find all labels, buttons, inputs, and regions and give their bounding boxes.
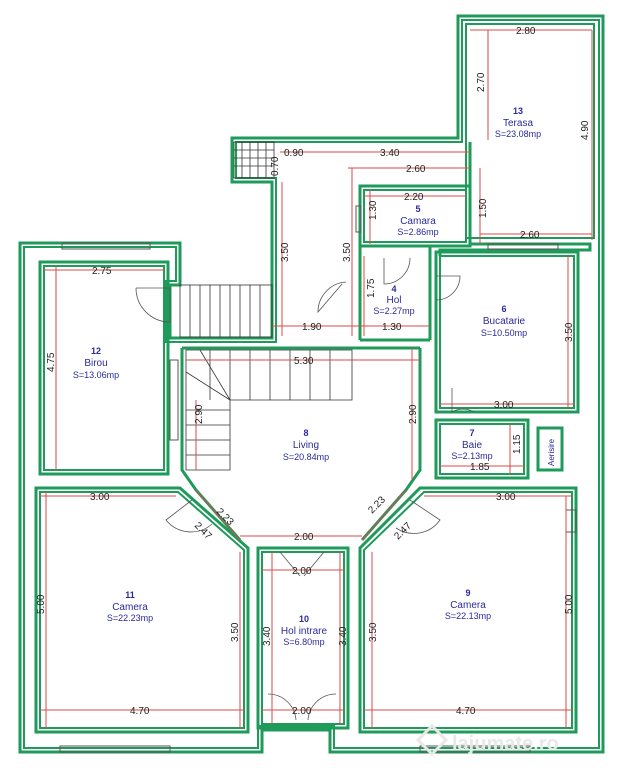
dim-label: 3.40: [262, 626, 273, 646]
room-number: 9: [465, 588, 470, 598]
room-area: S=22.13mp: [445, 611, 491, 621]
dim-label: 1.90: [302, 322, 322, 333]
dim-label: 3.50: [368, 622, 379, 642]
dim-label: 2.00: [294, 532, 314, 543]
room-area: S=2.27mp: [373, 306, 414, 316]
dim-label: 4.70: [130, 706, 150, 717]
room-number: 13: [513, 106, 523, 116]
dim-label: 5.30: [294, 356, 314, 367]
room-terasa: 13 Terasa S=23.08mp: [495, 106, 541, 139]
room-name: Camera: [450, 600, 486, 611]
dim-label: 0.70: [270, 156, 281, 176]
dim-label: 2.00: [292, 706, 312, 717]
dim-label: 1.15: [512, 434, 523, 454]
dim-label: 2.75: [92, 266, 112, 277]
dim-label: 2.60: [406, 164, 426, 175]
room-labels: 13 Terasa S=23.08mp 5 Camara S=2.86mp 4 …: [73, 106, 556, 647]
dim-label: 1.50: [478, 198, 489, 218]
dim-label: 3.00: [494, 400, 514, 411]
doors: [135, 257, 475, 721]
room-name: Hol intrare: [281, 626, 328, 637]
dim-label: 2.90: [194, 404, 205, 424]
room-number: 11: [125, 590, 135, 600]
dim-label: 4.75: [46, 352, 57, 372]
dim-label: 1.75: [366, 278, 377, 298]
room-area: S=20.84mp: [283, 452, 329, 462]
watermark-text: lajumate.ro: [452, 733, 559, 755]
room-hol-intrare: 10 Hol intrare S=6.80mp: [281, 614, 328, 647]
dim-label: 2.00: [292, 566, 312, 577]
dim-label: 3.50: [564, 322, 575, 342]
room-name: Camera: [112, 602, 148, 613]
dim-label: 2.60: [520, 230, 540, 241]
room-birou: 12 Birou S=13.06mp: [73, 346, 119, 380]
dim-label: 1.30: [368, 200, 379, 220]
room-bucatarie: 6 Bucatarie S=10.50mp: [481, 304, 527, 338]
watermark-logo-icon: [415, 723, 449, 757]
dim-label: 4.90: [580, 120, 591, 140]
dim-label: 2.20: [404, 192, 424, 203]
windows: [59, 205, 577, 753]
dim-label: 1.30: [382, 322, 402, 333]
room-living: 8 Living S=20.84mp: [283, 428, 329, 462]
room-number: 6: [501, 304, 506, 314]
room-name: Camara: [400, 216, 436, 227]
dimension-lines: [40, 29, 593, 728]
room-baie: 7 Baie S=2.13mp: [451, 428, 492, 461]
dim-label: 3.50: [280, 242, 291, 262]
dim-label: 3.50: [342, 242, 353, 262]
dim-label: 3.00: [90, 492, 110, 503]
room-number: 12: [91, 346, 101, 356]
watermark: lajumate.ro: [415, 723, 559, 757]
dim-label: 3.50: [230, 622, 241, 642]
room-area: S=22.23mp: [107, 613, 153, 623]
aerisire-label: Aerisire: [547, 438, 556, 466]
dim-label: 3.00: [496, 492, 516, 503]
dim-label: 2.23: [214, 506, 236, 528]
room-name: Terasa: [503, 118, 533, 129]
room-area: S=23.08mp: [495, 129, 541, 139]
room-area: S=13.06mp: [73, 370, 119, 380]
dim-label: 2.80: [516, 26, 536, 37]
room-number: 5: [415, 204, 420, 214]
room-area: S=10.50mp: [481, 328, 527, 338]
room-hol: 4 Hol S=2.27mp: [373, 284, 414, 316]
room-name: Bucatarie: [483, 316, 526, 327]
dim-label: 2.70: [476, 72, 487, 92]
room-area: S=6.80mp: [283, 637, 324, 647]
stairs: [179, 141, 353, 471]
room-camara: 5 Camara S=2.86mp: [397, 204, 438, 237]
dim-label: 3.40: [338, 626, 349, 646]
room-camera-11: 11 Camera S=22.23mp: [107, 590, 153, 623]
room-name: Baie: [462, 440, 482, 451]
dim-label: 4.70: [456, 706, 476, 717]
dim-label: 5.00: [36, 594, 47, 614]
dim-label: 2.47: [192, 520, 214, 542]
dim-label: 3.40: [380, 148, 400, 159]
dim-label: 2.47: [392, 520, 414, 542]
room-number: 10: [299, 614, 309, 624]
room-name: Hol: [386, 295, 401, 306]
room-number: 4: [391, 284, 396, 294]
room-name: Birou: [84, 358, 107, 369]
room-camera-9: 9 Camera S=22.13mp: [445, 588, 491, 621]
room-number: 8: [303, 428, 308, 438]
dim-label: 1.85: [470, 462, 490, 473]
room-area: S=2.13mp: [451, 451, 492, 461]
dim-label: 0.90: [284, 148, 304, 159]
dim-label: 2.90: [408, 404, 419, 424]
room-name: Living: [293, 440, 319, 451]
room-number: 7: [469, 428, 474, 438]
room-area: S=2.86mp: [397, 227, 438, 237]
walls: [18, 14, 605, 754]
dim-label: 5.00: [564, 594, 575, 614]
